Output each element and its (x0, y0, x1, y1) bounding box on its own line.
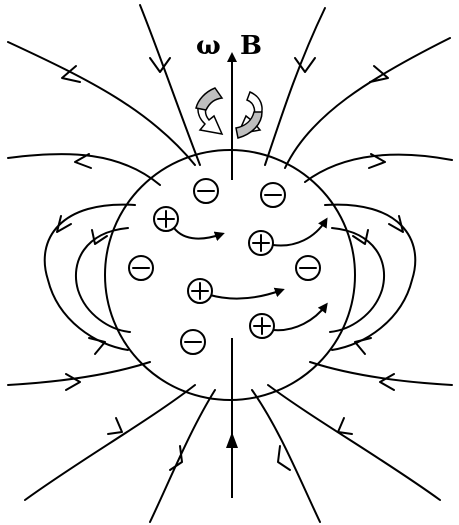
field-label: B (240, 31, 262, 61)
field-line (25, 385, 195, 500)
positive-charge (249, 231, 273, 255)
axis-lower-arrow (226, 432, 238, 448)
field-line (265, 8, 325, 165)
field-line (76, 228, 130, 332)
omega-label: ω (196, 31, 221, 61)
positive-charge (250, 314, 274, 338)
field-line (330, 228, 384, 332)
field-line (8, 154, 160, 185)
positive-charge (154, 207, 178, 231)
rotation-arrows (196, 88, 262, 138)
positive-charge (188, 279, 212, 303)
negative-charge (129, 256, 153, 280)
field-line (8, 42, 195, 165)
negative-charge (181, 330, 205, 354)
positive-charges (154, 207, 274, 338)
field-line (140, 5, 200, 165)
field-line (285, 38, 450, 168)
negative-charge (194, 179, 218, 203)
field-line (252, 390, 320, 522)
negative-charge (296, 256, 320, 280)
negative-charge (261, 183, 285, 207)
field-line (268, 385, 440, 500)
